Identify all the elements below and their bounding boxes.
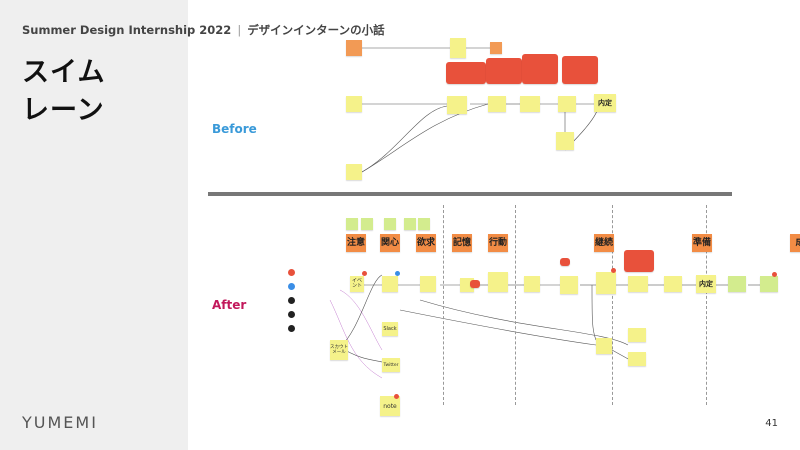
stage-interest: 関心: [380, 234, 400, 252]
legend-dot-black: [288, 311, 295, 318]
sticky-note: [556, 132, 574, 150]
channel-event: イベント: [350, 276, 364, 292]
sticky-note: [628, 352, 646, 366]
slide-header: Summer Design Internship 2022 | デザインインターンの…: [22, 22, 385, 38]
stage-result: 成: [790, 234, 800, 252]
event-title: Summer Design Internship 2022: [22, 23, 232, 37]
comment-note: [470, 280, 480, 288]
sticky-note: [760, 276, 778, 292]
channel-scout-mail: スカウトメール: [330, 340, 348, 360]
sticky-note: [560, 276, 578, 294]
final-offer-note: 内定: [594, 94, 616, 112]
sticky-note: [558, 96, 576, 112]
status-dot: [362, 271, 367, 276]
sticky-note: [664, 276, 682, 292]
sticky-note: [361, 218, 373, 230]
sticky-note: [450, 38, 466, 58]
stage-divider: [515, 205, 516, 405]
stage-divider: [612, 205, 613, 405]
header-separator: |: [237, 23, 242, 37]
sticky-note: [382, 276, 398, 292]
channel-note: note: [380, 396, 400, 416]
comment-note: [522, 54, 558, 84]
sticky-note: [404, 218, 416, 230]
title-line-2: レーン: [22, 95, 105, 126]
legend-dot-red: [288, 269, 295, 276]
sticky-note: [346, 40, 362, 56]
sticky-note: [488, 96, 506, 112]
channel-twitter: Twitter: [382, 358, 400, 372]
status-dot: [772, 272, 777, 277]
header-subtitle: デザインインターンの小話: [247, 23, 385, 37]
sticky-note: [346, 218, 358, 230]
sticky-note: [346, 96, 362, 112]
page-number: 41: [765, 418, 778, 429]
sticky-note: [628, 328, 646, 342]
stage-preparation: 準備: [692, 234, 712, 252]
sticky-note: [728, 276, 746, 292]
stage-attention: 注意: [346, 234, 366, 252]
sticky-note: [628, 276, 648, 292]
stage-desire: 欲求: [416, 234, 436, 252]
sticky-note: [490, 42, 502, 54]
sticky-note: [346, 164, 362, 180]
sticky-note: [524, 276, 540, 292]
sticky-note: [488, 272, 508, 292]
stage-continuation: 継続: [594, 234, 614, 252]
comment-note: [562, 56, 598, 84]
slide-title: スイム レーン: [22, 54, 105, 130]
channel-slack: Slack: [382, 322, 398, 336]
comment-note: [560, 258, 570, 266]
after-label: After: [212, 298, 247, 312]
offer-note: 内定: [696, 275, 716, 293]
legend-dot-black: [288, 297, 295, 304]
stage-divider: [706, 205, 707, 405]
sticky-note: [420, 276, 436, 292]
status-dot: [394, 394, 399, 399]
stage-divider: [443, 205, 444, 405]
status-dot: [395, 271, 400, 276]
legend-dot-blue: [288, 283, 295, 290]
stage-action: 行動: [488, 234, 508, 252]
legend-dot-black: [288, 325, 295, 332]
title-line-1: スイム: [22, 57, 106, 88]
sticky-note: [520, 96, 540, 112]
sticky-note: [447, 96, 467, 114]
comment-note: [486, 58, 522, 84]
left-panel: [0, 0, 188, 450]
sticky-note: [596, 272, 616, 294]
before-label: Before: [212, 122, 257, 136]
sticky-note: [384, 218, 396, 230]
stage-memory: 記憶: [452, 234, 472, 252]
sticky-note: [596, 338, 612, 354]
sticky-note: [418, 218, 430, 230]
status-dot: [611, 268, 616, 273]
comment-note: [624, 250, 654, 272]
yumemi-logo: YUMEMI: [22, 413, 98, 432]
comment-note: [446, 62, 486, 84]
section-divider: [208, 192, 732, 196]
